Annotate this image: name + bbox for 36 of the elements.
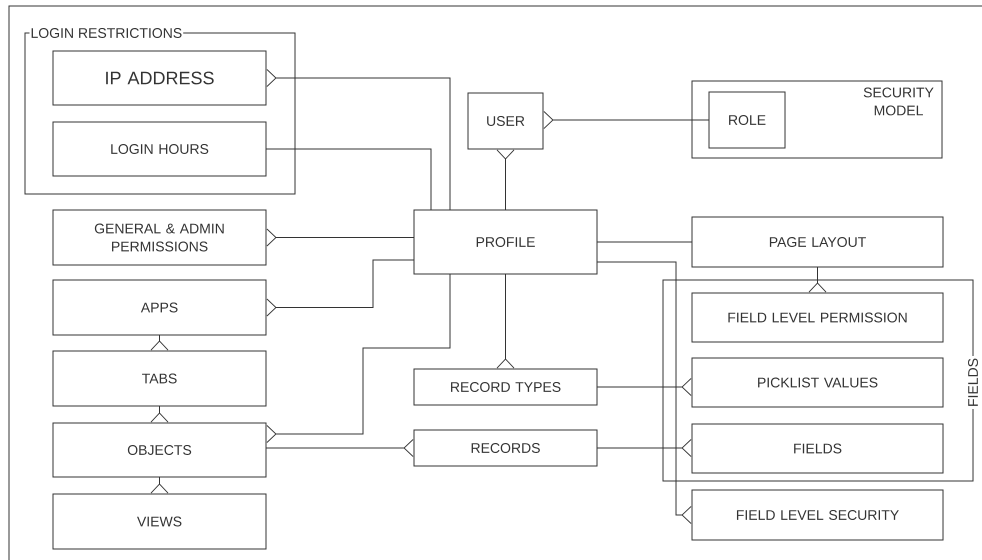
connector [496,274,514,368]
connector [266,148,432,210]
connector [597,439,692,457]
entity-box: USER [468,92,544,150]
connector [150,335,168,350]
entity-box: GENERAL & ADMIN PERMISSIONS [52,210,266,266]
entity-box: OBJECTS [52,422,266,478]
entity-box: PAGE LAYOUT [692,216,944,268]
connector [266,260,414,316]
connector [544,111,709,129]
entity-box: LOGIN HOURS [52,122,266,176]
entity-box: PROFILE [414,210,598,274]
entity-box: IP ADDRESS [52,50,266,106]
entity-box: ROLE [708,92,786,148]
connector [150,477,168,494]
entity-box: FIELD LEVEL SECURITY [692,490,944,540]
entity-box: PICKLIST VALUES [692,358,944,408]
group-label: FIELDS [968,356,978,409]
entity-box: TABS [52,350,266,406]
entity-box: RECORDS [414,430,598,466]
connector [597,378,692,396]
connector [266,439,414,457]
entity-box: RECORD TYPES [414,368,598,406]
entity-box: APPS [52,280,266,336]
connector [266,274,450,443]
connector [808,267,826,292]
connector [266,228,414,246]
connector [496,150,514,210]
group-label: SECURITY MODEL [864,88,934,116]
connector [597,262,692,524]
group-label: LOGIN RESTRICTIONS [30,28,184,38]
entity-box: FIELD LEVEL PERMISSION [692,292,944,342]
connector [150,406,168,422]
entity-box: VIEWS [52,494,266,550]
connector [266,69,450,210]
entity-box: FIELDS [692,424,944,474]
